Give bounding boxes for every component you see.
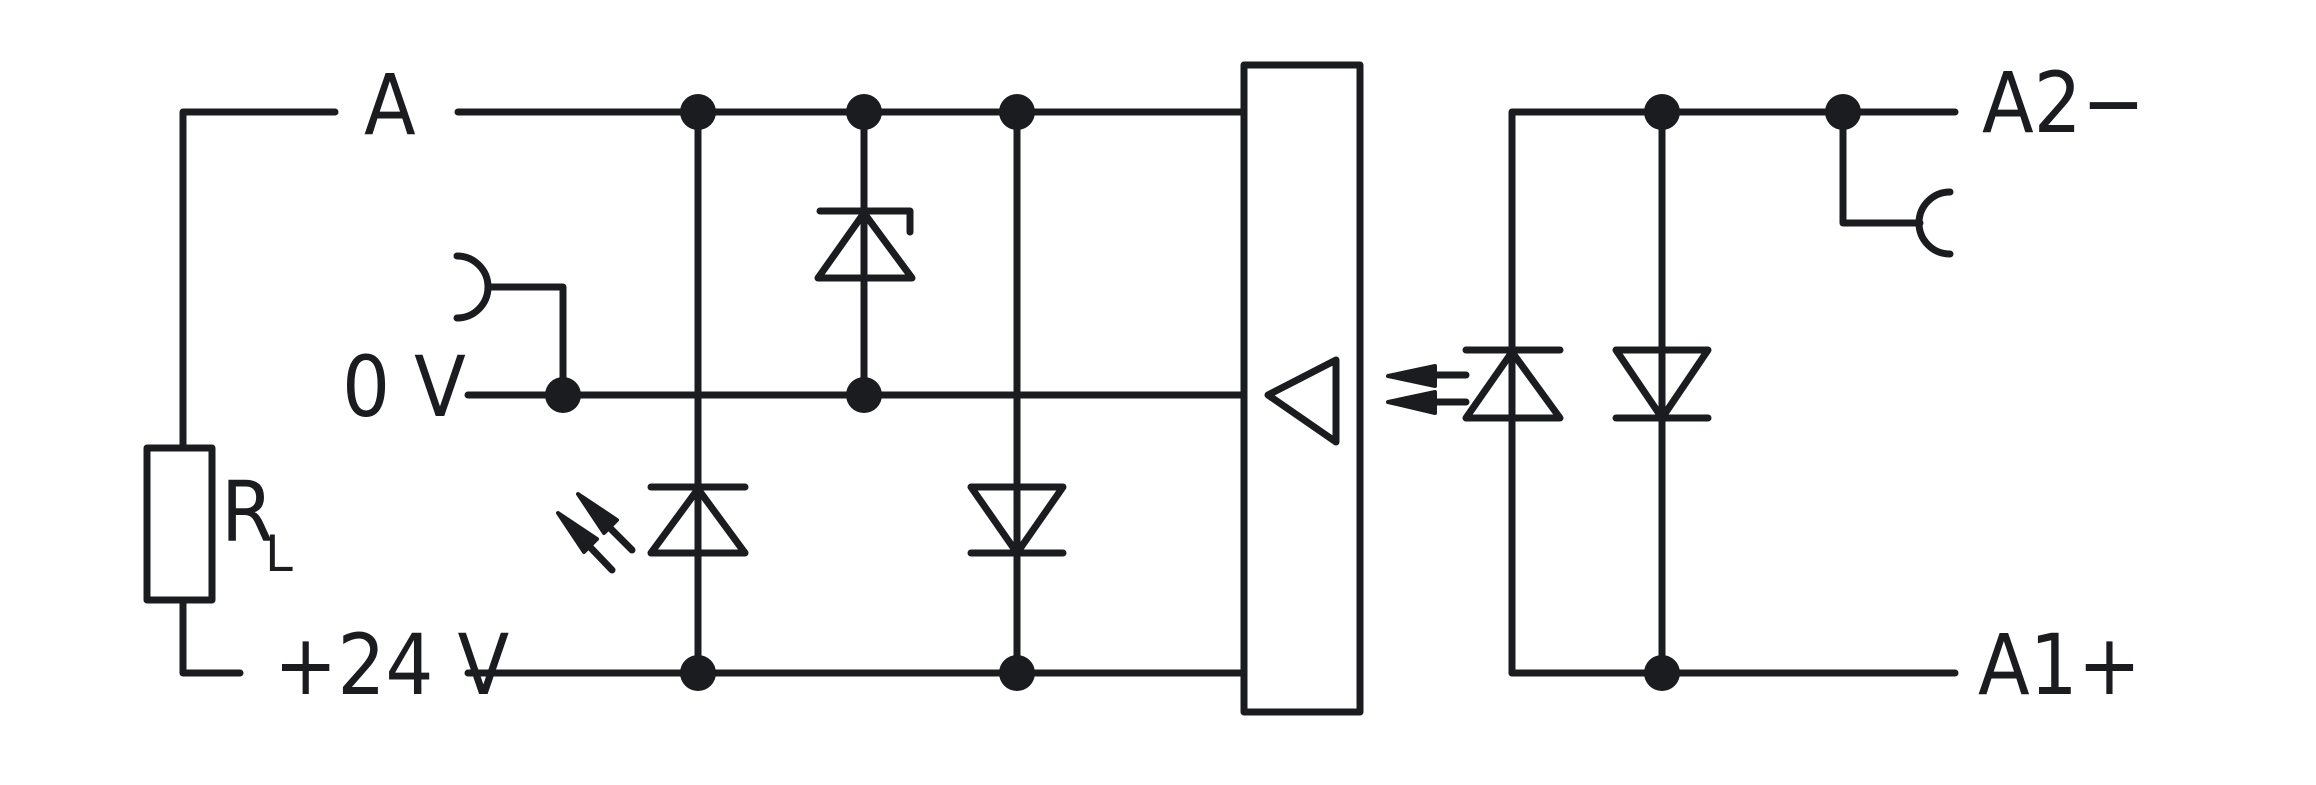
led-triangle [647,485,749,557]
photodiode-triangle [1462,348,1564,422]
plug-connector [453,252,567,399]
junction-dots-left [545,94,1035,691]
terminal-a-label: A [364,56,416,154]
load-resistor-label: R [221,463,274,561]
light-emission-arrows-icon [556,492,636,574]
rail-a2 [1508,108,1959,677]
junction-dot [680,94,716,130]
junction-dot [999,94,1035,130]
zener-triangle [814,209,916,282]
diode-triangle [967,483,1067,557]
plug-wire [484,283,567,399]
coil-diode [1612,346,1712,422]
optocoupler-input [1462,346,1564,422]
load-loop: R L [143,108,339,677]
load-resistor [143,444,216,604]
terminal-a2-label: A2− [1982,54,2145,152]
junction-dot [545,377,581,413]
terminal-0v-label: 0 V [342,338,466,436]
light-coupling-arrows-icon [1386,364,1470,415]
optocoupler-output [1240,61,1364,716]
socket-wire [1839,108,1924,227]
terminal-24v-label: +24 V [274,616,509,714]
socket-arc [1915,188,1954,258]
junction-dot [1825,94,1861,130]
zener-diode [814,207,916,282]
junction-dot [680,655,716,691]
optocoupler-box [1240,61,1364,716]
wire-a-to-load [179,108,339,452]
zener-bar [816,207,914,236]
load-resistor-subscript: L [265,525,293,583]
socket-connector [1839,108,1954,258]
coil-diode-triangle [1612,346,1712,422]
junction-dot [1644,655,1680,691]
junction-dots-right [1644,94,1861,691]
junction-dot [999,655,1035,691]
amplifier-triangle-icon [1264,356,1340,446]
terminal-a1-label: A1+ [1978,616,2141,714]
wire-load-to-24v [179,596,244,677]
junction-dot [846,377,882,413]
status-led [556,483,749,574]
junction-dot [846,94,882,130]
plug-arc [453,252,492,322]
protection-diode [967,483,1067,557]
junction-dot [1644,94,1680,130]
